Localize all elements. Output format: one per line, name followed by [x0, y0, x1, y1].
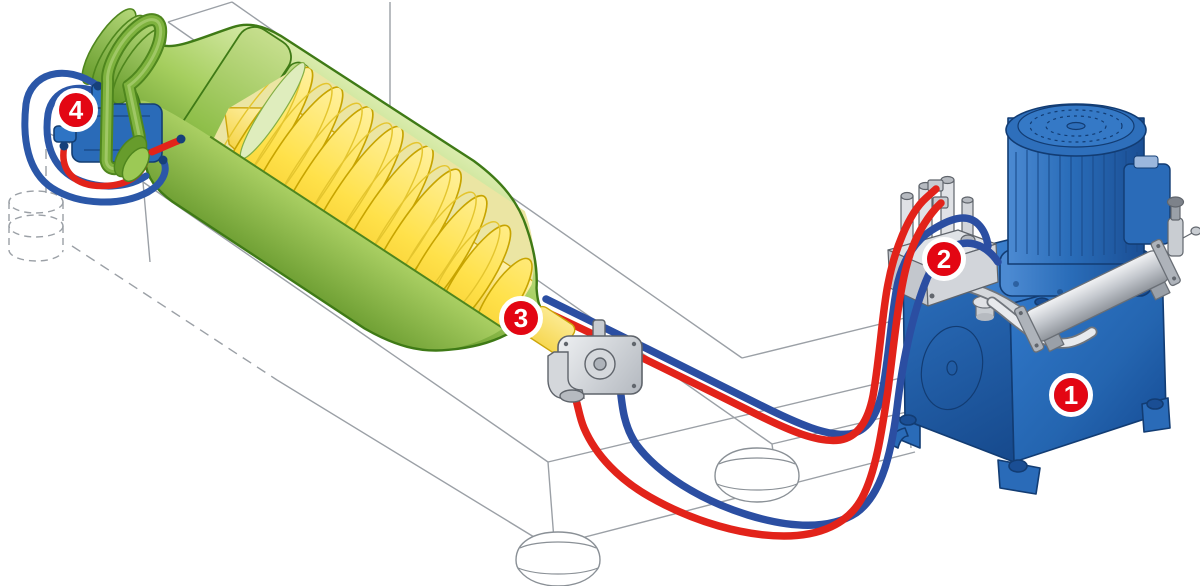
callout-3: 3 [499, 296, 543, 340]
electric-motor [999, 103, 1171, 297]
pump-hose-loop-blue-outer [21, 69, 169, 206]
oil-cooler [1014, 238, 1181, 353]
callout-2-number: 2 [937, 244, 951, 274]
callout-4-number: 4 [69, 95, 84, 125]
pump-hose-red-stub [148, 137, 182, 156]
tank-feet [895, 397, 1171, 495]
hidden-foot-dashed [8, 190, 64, 262]
return-hose-upper-blue [542, 214, 992, 439]
return-filter [1166, 196, 1200, 257]
callout-1: 1 [1049, 373, 1093, 417]
pressure-hose-upper-red [540, 185, 940, 445]
pressure-hose-lower-red [568, 199, 945, 540]
decanter-centrifuge [21, 8, 643, 403]
v-belt-drive [99, 13, 168, 183]
callout-3-number: 3 [514, 303, 528, 333]
callouts: 1 2 3 4 [54, 88, 1093, 417]
drive-elbow-fitting [547, 351, 585, 403]
callout-1-number: 1 [1064, 380, 1078, 410]
vibration-isolator-foot-right [714, 447, 800, 503]
bowl-front-shell [140, 100, 504, 351]
callout-4: 4 [54, 88, 98, 132]
callout-3-badge [504, 301, 538, 335]
callout-4-badge [59, 93, 93, 127]
callout-2: 2 [922, 237, 966, 281]
counter-pulley [113, 135, 150, 183]
callout-2-badge [927, 242, 961, 276]
pump-hose-fitting [176, 134, 186, 144]
callout-1-badge [1054, 378, 1088, 412]
motor-fan-cover [1005, 103, 1147, 157]
tank-inspection-cover [920, 325, 984, 411]
hydraulic-power-unit [887, 103, 1200, 495]
rotary-scroll-drive [547, 319, 643, 403]
bowl-cut-line [209, 135, 504, 330]
motor-terminal-box [1123, 155, 1171, 245]
vibration-isolator-foot-front [515, 531, 601, 586]
